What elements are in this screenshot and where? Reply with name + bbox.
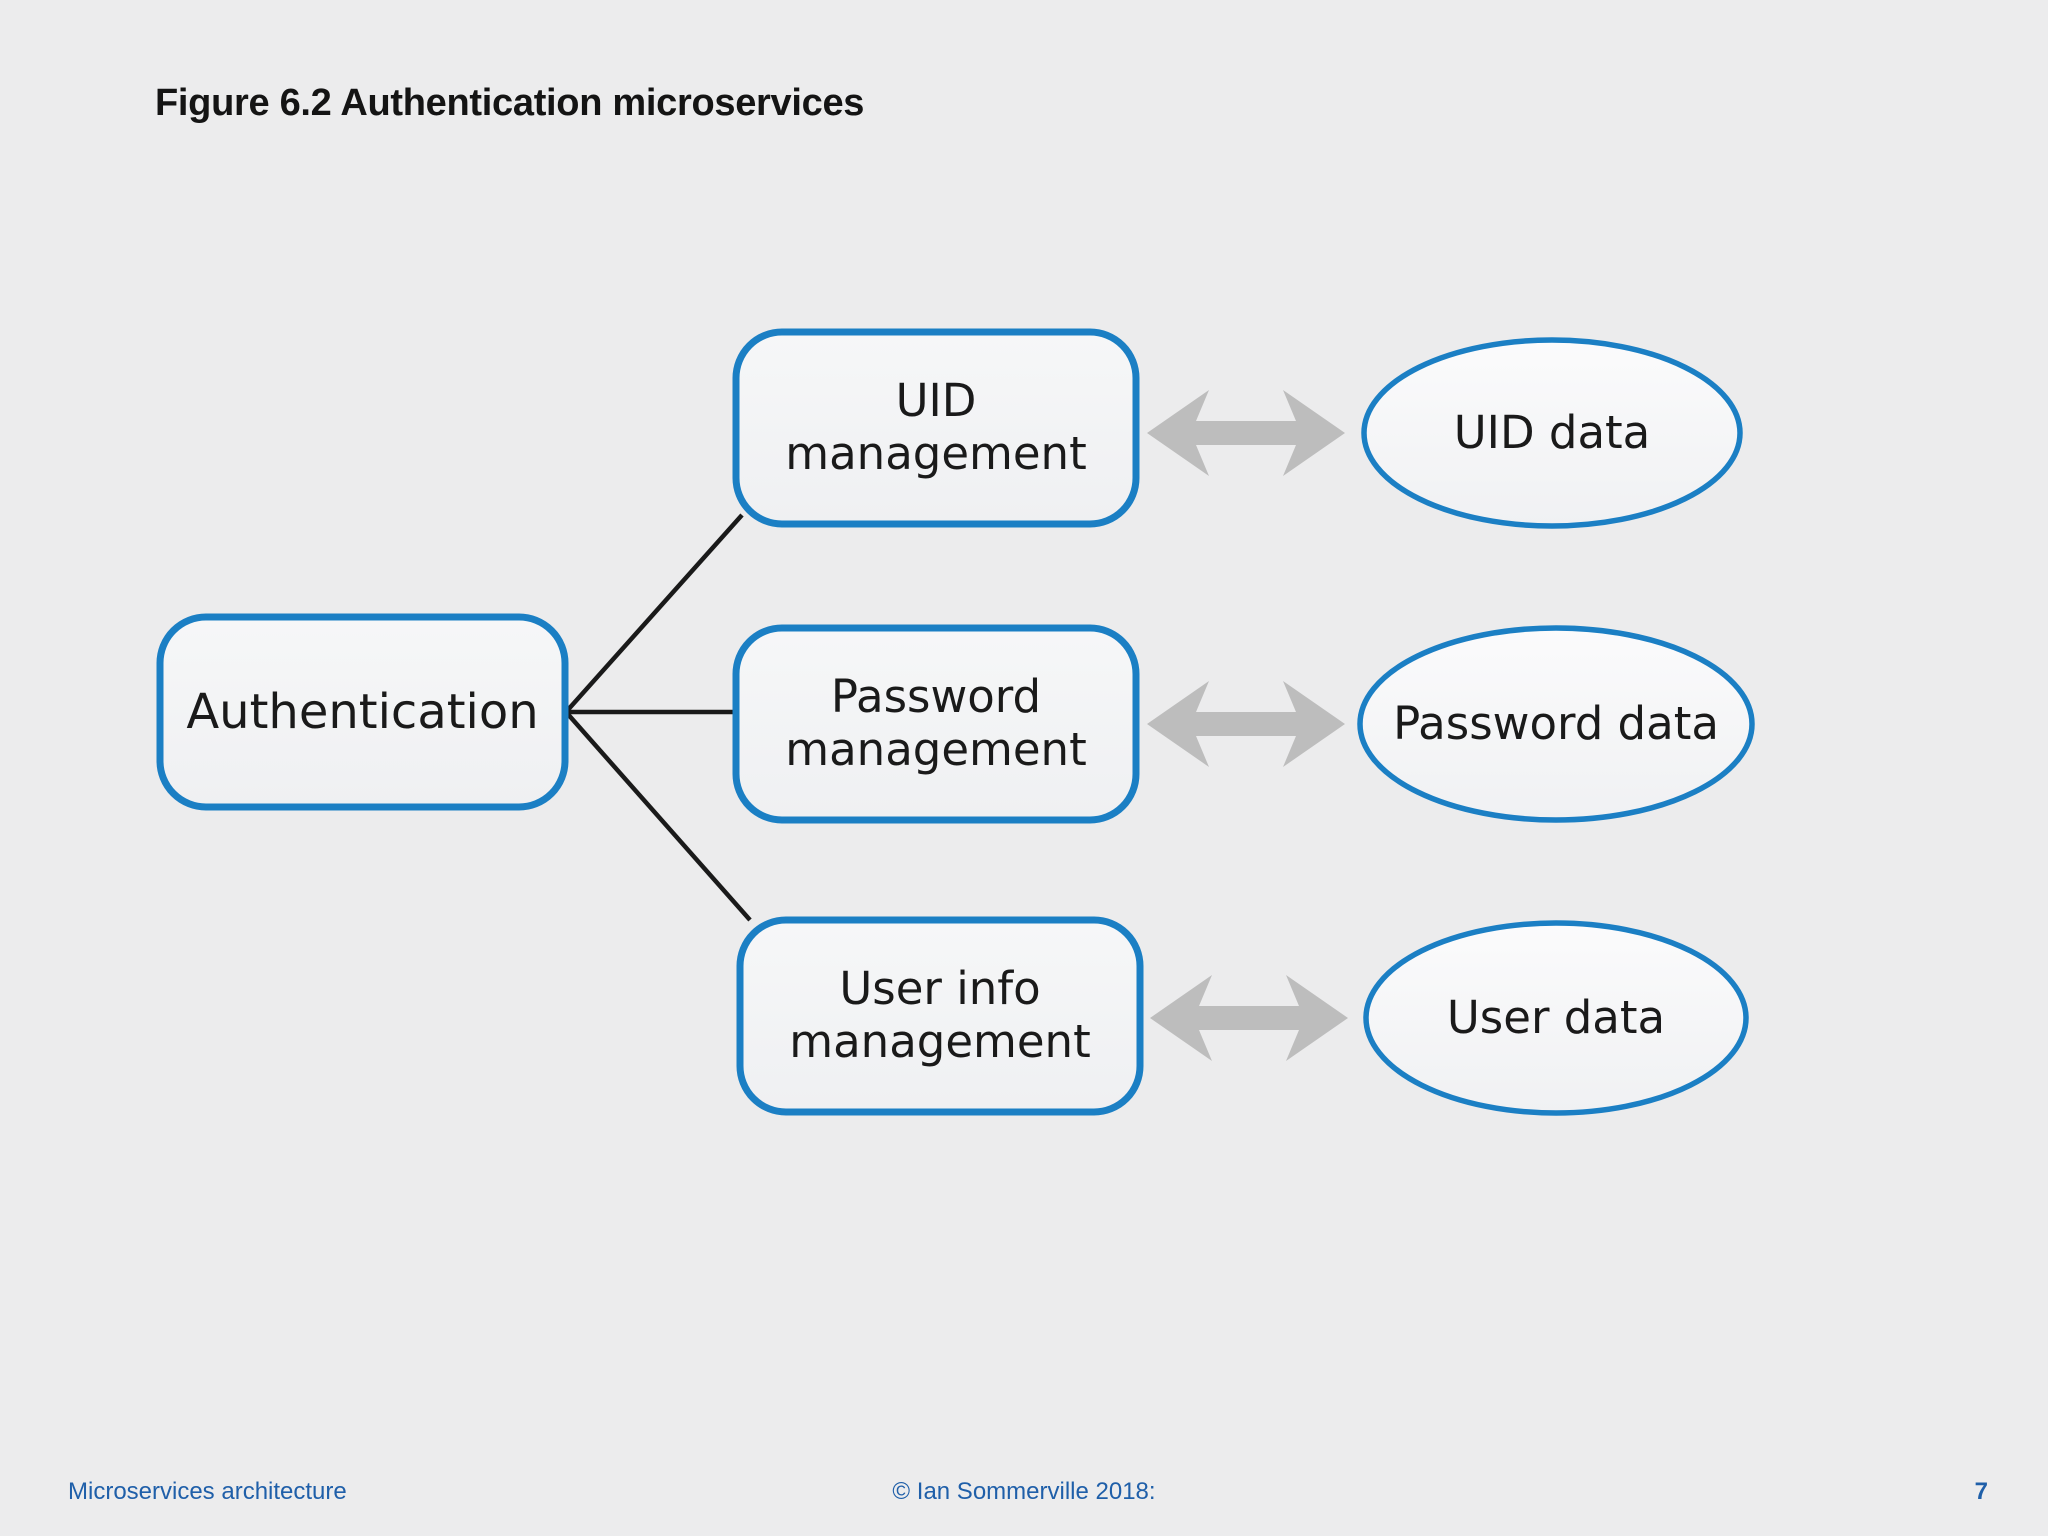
arrow-password-management-password-data: [1147, 681, 1345, 767]
connector-auth-to-uid: [564, 513, 744, 714]
page-title: Figure 6.2 Authentication microservices: [155, 82, 865, 124]
password-management-node[interactable]: [732, 624, 1140, 824]
authentication-node-shape[interactable]: [156, 613, 569, 811]
uid-data-node[interactable]: [1361, 337, 1743, 529]
double-arrow-icon: [1147, 390, 1345, 476]
connector-group: [564, 513, 752, 922]
password-data-node-shape[interactable]: [1357, 625, 1755, 823]
user-info-management-node[interactable]: [736, 916, 1144, 1116]
footer-copyright-text: © Ian Sommerville 2018:: [892, 1478, 1156, 1505]
user-data-node-shape[interactable]: [1363, 920, 1749, 1116]
user-info-management-node-shape[interactable]: [736, 916, 1144, 1116]
arrow-user-info-management-user-data: [1150, 975, 1348, 1061]
double-arrow-icon: [1147, 681, 1345, 767]
footer-left-text: Microservices architecture: [68, 1478, 347, 1505]
user-data-node[interactable]: [1363, 920, 1749, 1116]
arrow-uid-management-uid-data: [1147, 390, 1345, 476]
uid-data-node-shape[interactable]: [1361, 337, 1743, 529]
uid-management-node-shape[interactable]: [732, 328, 1140, 528]
slide-footer: Microservices architecture © Ian Sommerv…: [0, 1478, 2048, 1518]
connector-auth-to-userinfo: [564, 710, 752, 922]
authentication-node[interactable]: [156, 613, 569, 811]
uid-management-node[interactable]: [732, 328, 1140, 528]
double-arrow-icon: [1150, 975, 1348, 1061]
footer-page-number: 7: [1974, 1478, 1988, 1505]
password-data-node[interactable]: [1357, 625, 1755, 823]
password-management-node-shape[interactable]: [732, 624, 1140, 824]
